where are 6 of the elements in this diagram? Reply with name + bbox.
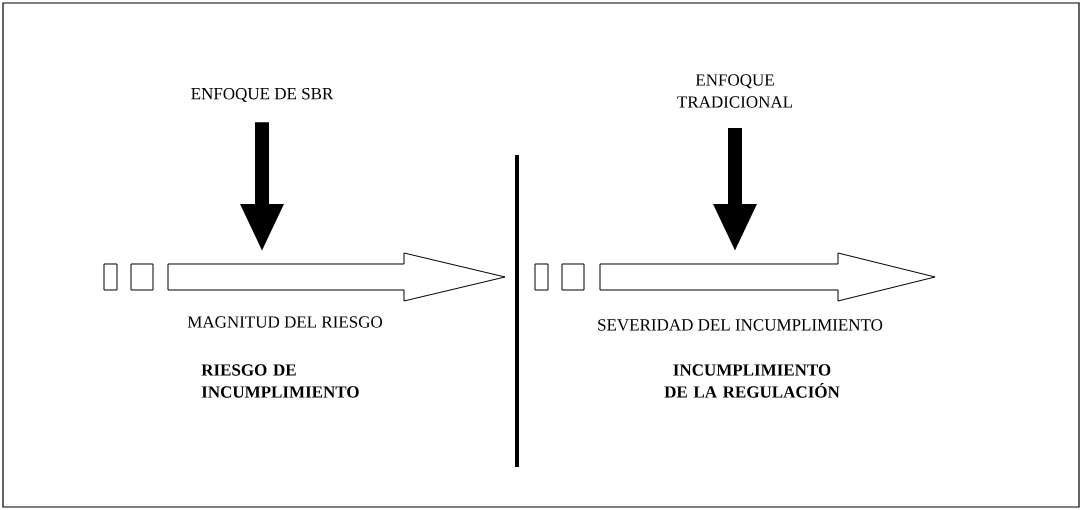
- scale-label: MAGNITUD DEL RIESGO: [187, 316, 383, 328]
- heading-text: ENFOQUE DE SBR: [191, 88, 334, 102]
- category-label: RIESGO DE INCUMPLIMIENTO: [201, 364, 359, 398]
- heading-text: ENFOQUE TRADICIONAL: [677, 74, 793, 108]
- category-label: INCUMPLIMIENTO DE LA REGULACIÓN: [664, 364, 840, 398]
- scale-label: SEVERIDAD DEL INCUMPLIMIENTO: [598, 319, 883, 331]
